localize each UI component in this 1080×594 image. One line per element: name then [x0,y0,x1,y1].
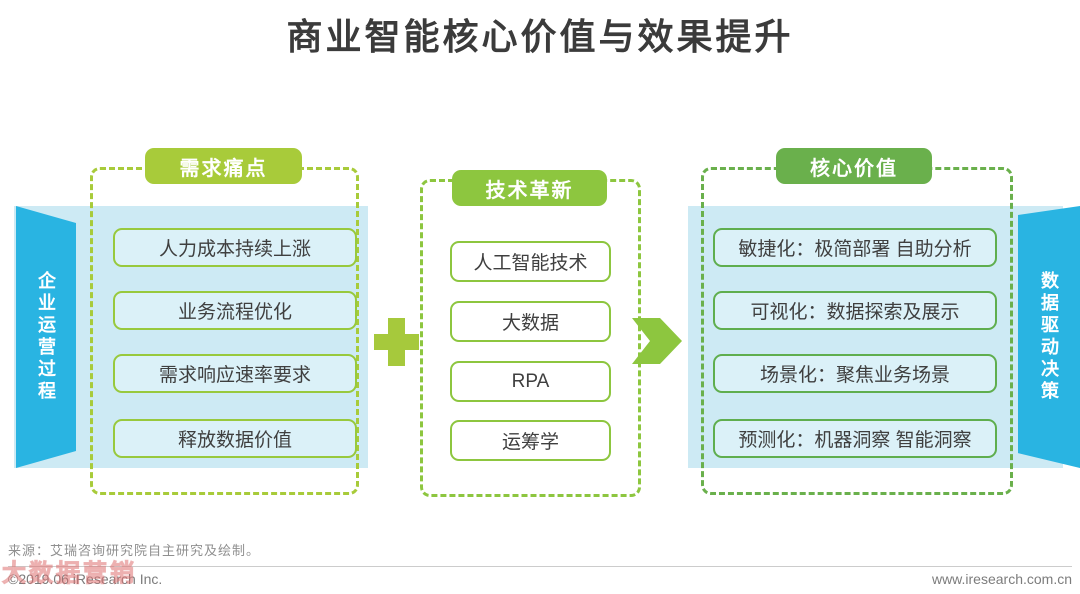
data-driven-ribbon: 数据驱动决策 [1018,206,1080,468]
core-value-item: 场景化：聚焦业务场景 [713,354,997,393]
core-value-badge: 核心价值 [776,148,932,184]
tech-item: RPA [450,361,611,402]
pain-point-item: 释放数据价值 [113,419,357,458]
tech-item: 人工智能技术 [450,241,611,282]
enterprise-process-label: 企业运营过程 [36,271,56,403]
chevron-right-icon [632,318,682,364]
pain-point-item: 需求响应速率要求 [113,354,357,393]
core-value-item: 敏捷化：极简部署 自助分析 [713,228,997,267]
tech-item: 大数据 [450,301,611,342]
copyright: ©2019.06 iResearch Inc. [8,571,163,587]
core-value-item: 预测化：机器洞察 智能洞察 [713,419,997,458]
website-url: www.iresearch.com.cn [931,571,1072,587]
page-title: 商业智能核心价值与效果提升 [286,16,794,57]
tech-badge: 技术革新 [452,170,607,206]
footer-divider [8,566,1072,567]
tech-item: 运筹学 [450,420,611,461]
data-driven-label: 数据驱动决策 [1039,271,1059,403]
pain-points-badge: 需求痛点 [145,148,302,184]
pain-point-item: 业务流程优化 [113,291,357,330]
watermark: 大数据营销 [2,560,137,588]
source-note: 来源：艾瑞咨询研究院自主研究及绘制。 [8,543,261,558]
pain-point-item: 人力成本持续上涨 [113,228,357,267]
core-value-item: 可视化：数据探索及展示 [713,291,997,330]
enterprise-process-ribbon: 企业运营过程 [16,206,76,468]
plus-icon [374,318,419,366]
